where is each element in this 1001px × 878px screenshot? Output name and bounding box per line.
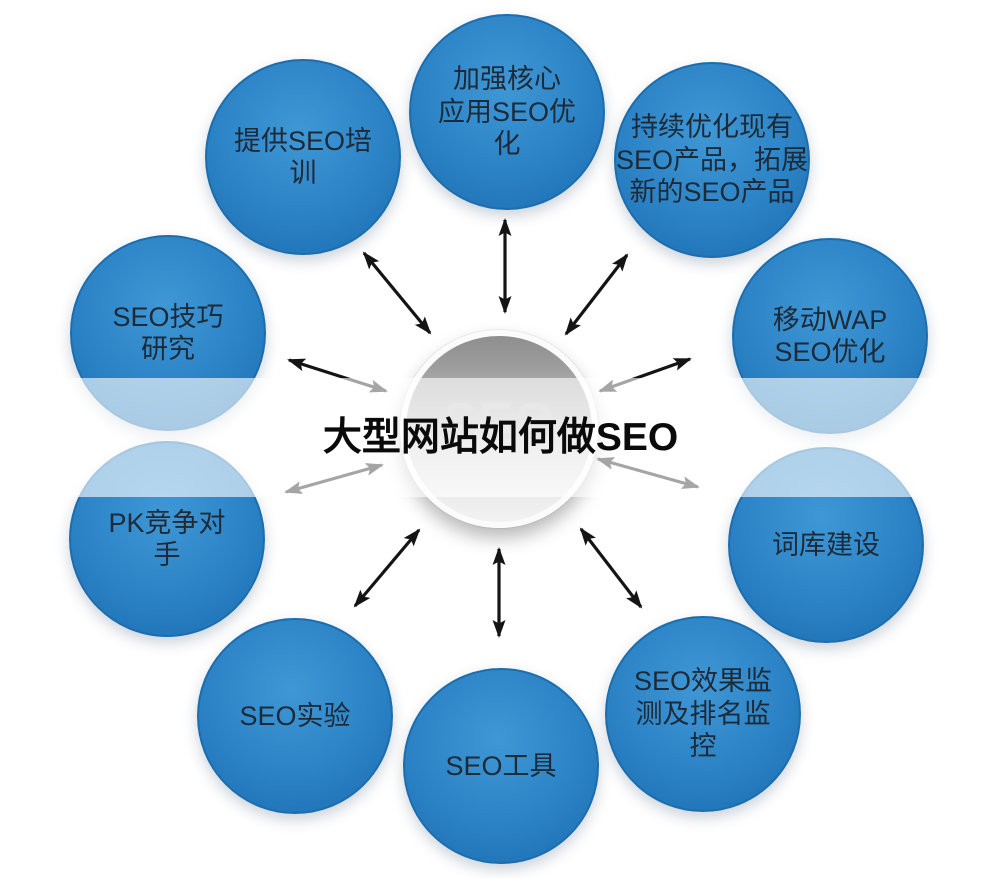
node-label-line: 手 [153,540,181,570]
node-label-line: 新的SEO产品 [629,177,795,208]
node-seo-training: 提供SEO培 训 [205,59,401,255]
node-seo-tools: SEO工具 [403,668,599,864]
node-label-line: 化 [493,129,521,160]
node-optimize-existing-products: 持续优化现有 SEO产品，拓展 新的SEO产品 [614,62,810,258]
node-label-line: 训 [289,158,317,188]
node-label-line: 加强核心 [453,64,561,95]
node-seo-experiments: SEO实验 [197,618,393,814]
node-label-line: 应用SEO优 [437,96,577,127]
node-label-line: 词库建设 [772,529,880,560]
node-label-line: SEO工具 [445,750,557,781]
arrow-top-right-icon [564,253,629,336]
node-label-line: SEO产品，拓展 [615,144,809,175]
node-strengthen-core-seo: 加强核心 应用SEO优 化 [409,14,605,210]
node-label-line: SEO技巧 [112,301,224,332]
node-label-line: 移动WAP [772,304,888,335]
node-label-line: SEO实验 [239,700,351,731]
node-label-line: 控 [689,731,717,762]
node-label-line: 提供SEO培 [233,125,373,156]
node-label-line: PK竞争对 [108,507,226,538]
highlight-band [0,378,1001,497]
arrow-bottom-right-icon [579,527,643,609]
node-label-line: SEO效果监 [633,666,773,697]
node-label-line: 测及排名监 [635,698,771,729]
arrow-bottom-left-icon [353,528,421,608]
node-label-line: 持续优化现有 [631,112,793,143]
arrow-top-left-icon [362,251,432,335]
node-seo-effect-monitoring: SEO效果监 测及排名监 控 [605,616,801,812]
node-label-line: 研究 [141,334,195,364]
node-label-line: SEO优化 [774,337,886,367]
page-title: 大型网站如何做SEO [322,416,679,459]
